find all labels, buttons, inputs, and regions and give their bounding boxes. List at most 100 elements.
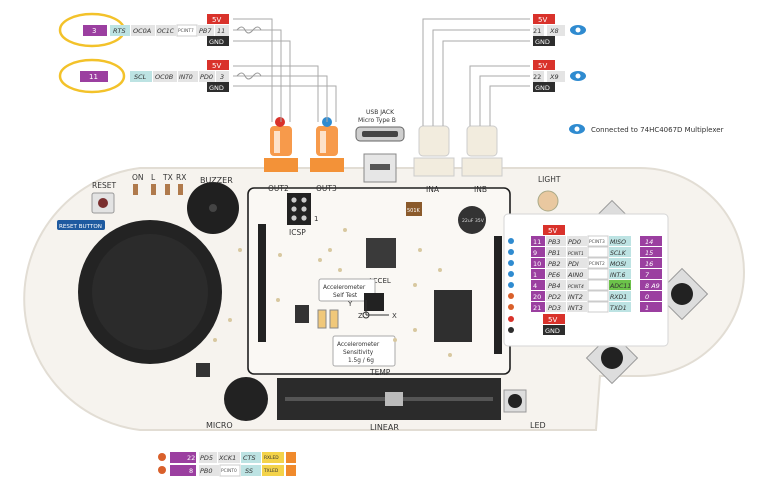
tag-11: 11 — [217, 27, 225, 35]
pin-sketch: 0 — [645, 293, 649, 301]
eye-icon — [569, 124, 585, 134]
pin-port: PD0 — [568, 238, 581, 246]
pin-pcint: PCINT2 — [589, 261, 605, 267]
pin-pcint: PCINT3 — [589, 239, 605, 245]
joystick-knob[interactable] — [92, 234, 208, 350]
svg-text:PB0: PB0 — [200, 467, 213, 475]
linear-label: LINEAR — [370, 423, 399, 432]
tag-pb7: PB7 — [199, 27, 212, 35]
pin-dot — [508, 271, 514, 277]
out2-connector — [264, 117, 298, 172]
pin-name: PE6 — [548, 271, 560, 279]
tag-oc0b: OC0B — [155, 73, 174, 81]
microphone — [224, 377, 268, 421]
tag-scl: SCL — [134, 73, 147, 81]
pin-port: INT2 — [568, 293, 583, 301]
multiplexer-legend: Connected to 74HC4067D Multiplexer — [591, 126, 724, 134]
pin-num-3 — [83, 25, 107, 36]
pin-name: PB2 — [548, 260, 561, 268]
pin-dot — [508, 282, 514, 288]
pin-port: INT3 — [568, 304, 583, 312]
accel-selftest-box — [318, 278, 376, 302]
pin-dot — [508, 304, 514, 310]
svg-text:5V: 5V — [538, 62, 547, 70]
small-chip-2 — [196, 363, 210, 377]
pin-name: PB3 — [548, 238, 561, 246]
axis-x: X — [392, 312, 397, 320]
pin-func: INT.6 — [610, 272, 625, 279]
ina-label: INA — [426, 185, 440, 194]
pin-num: 20 — [533, 293, 541, 301]
accel-sensitivity-box — [332, 335, 396, 367]
tag-oc1c: OC1C — [157, 28, 175, 35]
pin-port: PDI — [568, 260, 579, 268]
led-l-label: L — [151, 173, 156, 182]
pin-num: 1 — [533, 271, 537, 279]
ina-connector — [413, 125, 455, 177]
pin-port: PCINT1 — [568, 251, 584, 257]
capacitor — [458, 206, 486, 234]
led-label: LED — [530, 421, 546, 430]
pin-num: 21 — [533, 304, 541, 312]
led-tx-label: TX — [162, 173, 173, 182]
reset-button-badge — [57, 220, 105, 230]
reset-label: RESET — [92, 181, 116, 190]
tag-3: 3 — [220, 73, 224, 81]
svg-text:Sensitivity: Sensitivity — [343, 350, 374, 356]
left-header — [258, 224, 266, 342]
power-5v-tag-2 — [207, 60, 229, 70]
svg-text:GND: GND — [535, 38, 550, 46]
tag-x8: X8 — [549, 27, 559, 35]
pin-sketch: 16 — [645, 260, 653, 268]
pin-dot — [508, 249, 514, 255]
pin-name: PD2 — [548, 293, 561, 301]
sop-chip — [434, 290, 472, 342]
pin-dot — [508, 238, 514, 244]
temp-label: TEMP — [369, 368, 391, 377]
usb-label-2: Micro Type B — [358, 117, 396, 124]
svg-text:22: 22 — [187, 454, 195, 462]
pin-func: MISO — [610, 239, 626, 246]
svg-text:21: 21 — [533, 27, 541, 35]
inb-label: INB — [474, 185, 487, 194]
power-gnd-tag-1 — [207, 36, 229, 46]
led-rx-label: RX — [176, 173, 186, 182]
light-sensor — [537, 190, 559, 212]
svg-text:XCK1: XCK1 — [218, 454, 236, 462]
pin-func: MOSI — [610, 261, 626, 268]
axis-z: Z — [358, 312, 363, 320]
svg-text:5V: 5V — [548, 316, 557, 324]
tag-int0: INT0 — [179, 74, 193, 81]
power-gnd-tag-2 — [207, 82, 229, 92]
accel-label: ACCEL — [368, 277, 391, 285]
svg-text:501K: 501K — [407, 208, 421, 214]
out2-label: OUT2 — [268, 184, 289, 193]
svg-text:GND: GND — [545, 327, 560, 335]
axis-y: Y — [347, 300, 353, 308]
svg-text:22: 22 — [533, 73, 541, 81]
out3-connector — [310, 117, 344, 172]
svg-text:RXLED: RXLED — [264, 455, 279, 461]
linear-slider-handle[interactable] — [385, 392, 403, 406]
tag-pcint7: PCINT7 — [178, 28, 194, 34]
svg-text:1: 1 — [314, 215, 318, 223]
accel-chip — [364, 293, 384, 311]
svg-text:8: 8 — [189, 467, 193, 475]
svg-text:5V: 5V — [212, 16, 221, 24]
svg-text:1.5g / 6g: 1.5g / 6g — [348, 358, 374, 364]
pin-sketch: 8 A9 — [645, 282, 660, 290]
power-5v-tag-1 — [207, 14, 229, 24]
svg-text:Self Test: Self Test — [333, 293, 358, 299]
resistor — [406, 202, 422, 216]
right-header — [494, 236, 502, 354]
icsp-label: ICSP — [289, 228, 306, 237]
pin-num: 10 — [533, 260, 541, 268]
svg-text:5V: 5V — [548, 227, 557, 235]
svg-text:11: 11 — [89, 73, 98, 81]
usb-label-1: USB JACK — [366, 109, 395, 116]
pin-func: TXD1 — [610, 305, 627, 312]
svg-text:Accelerometer: Accelerometer — [337, 342, 380, 348]
svg-text:Accelerometer: Accelerometer — [323, 285, 366, 291]
pin-func: RXD1 — [610, 294, 627, 301]
